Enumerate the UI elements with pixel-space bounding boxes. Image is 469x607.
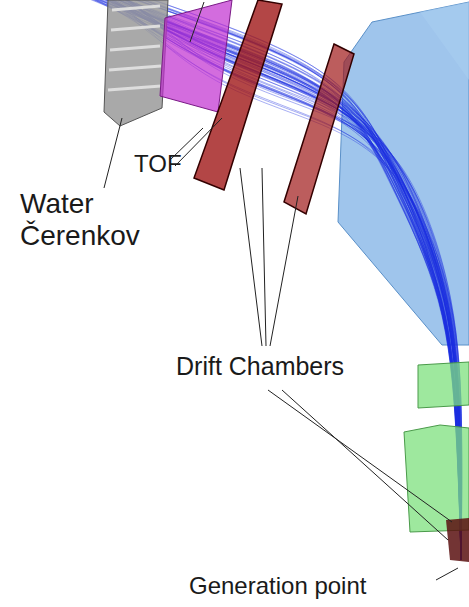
track <box>52 0 461 560</box>
track <box>84 0 461 560</box>
track <box>86 0 461 560</box>
track <box>63 0 461 560</box>
track <box>67 0 461 560</box>
track <box>67 0 461 560</box>
detector-label: Drift Chambers <box>176 352 344 381</box>
track <box>72 0 461 560</box>
track <box>87 0 461 560</box>
track <box>57 0 461 560</box>
leader-lines <box>104 2 458 580</box>
track <box>84 0 461 560</box>
track <box>53 0 461 560</box>
track <box>89 0 461 560</box>
drift-chamber-plate <box>284 44 354 214</box>
water-cerenkov-block <box>104 0 168 126</box>
track <box>68 0 461 560</box>
track <box>48 0 461 560</box>
detector-label: Water Čerenkov <box>20 188 170 252</box>
track <box>48 0 461 560</box>
track <box>56 0 461 560</box>
detector-label: TOF <box>134 150 182 178</box>
track <box>82 0 461 560</box>
track <box>94 0 461 560</box>
track <box>46 0 461 560</box>
track <box>84 0 461 560</box>
track <box>63 0 461 560</box>
track <box>66 0 461 560</box>
drift-chamber-near-target <box>446 518 469 562</box>
cerenkov-radiator <box>160 0 232 112</box>
track <box>64 0 461 560</box>
track <box>90 0 461 560</box>
track <box>85 0 461 560</box>
track <box>52 0 461 560</box>
track <box>58 0 461 560</box>
track <box>80 0 461 560</box>
track <box>85 0 461 560</box>
track <box>68 0 461 560</box>
track <box>45 0 461 560</box>
track <box>88 0 461 560</box>
track <box>41 0 461 560</box>
track <box>54 0 461 560</box>
cerenkov-segments <box>108 6 161 90</box>
detector-label: Generation point <box>189 572 366 600</box>
quadrupole <box>404 425 469 532</box>
track <box>85 0 461 560</box>
track <box>95 0 461 560</box>
track <box>48 0 461 560</box>
particle-tracks <box>41 0 462 560</box>
track <box>55 0 461 560</box>
track <box>42 0 461 560</box>
track <box>62 0 461 560</box>
track <box>75 0 461 560</box>
track <box>89 0 461 560</box>
track <box>49 0 461 560</box>
quadrupole <box>418 362 469 408</box>
magnet-face <box>420 2 469 80</box>
track <box>41 0 461 560</box>
tof-plate <box>194 0 282 190</box>
track <box>57 0 461 560</box>
